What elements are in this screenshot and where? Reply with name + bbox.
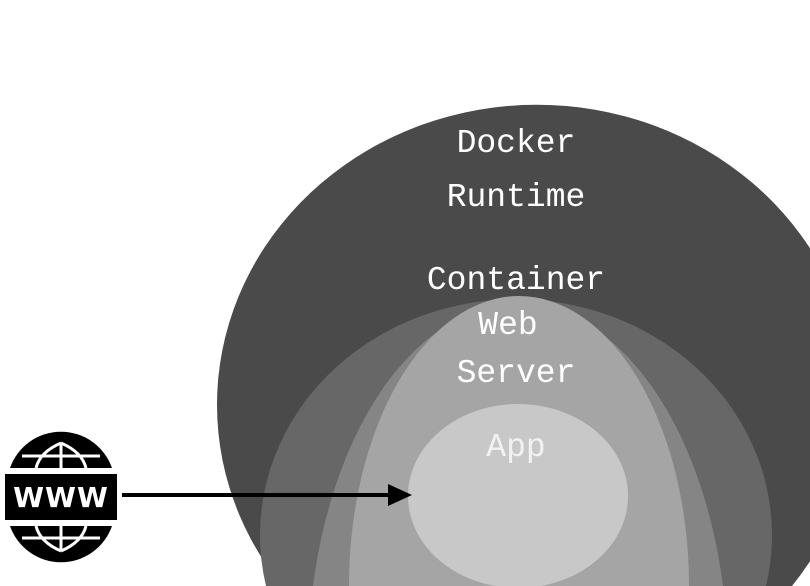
layer-web-server-label-line2: Server xyxy=(457,355,576,392)
layer-container-label: Container xyxy=(427,262,605,299)
layer-docker-runtime-label-line2: Runtime xyxy=(447,179,586,216)
request-arrow xyxy=(122,484,412,506)
globe-band xyxy=(5,474,117,520)
layer-docker-runtime-label-line1: Docker xyxy=(457,125,576,162)
layer-app-label: App xyxy=(486,429,545,466)
layer-app: App xyxy=(408,404,628,586)
request-arrow-head xyxy=(388,484,412,506)
layer-host-os-label: Host OS xyxy=(447,39,586,76)
layer-app-shape xyxy=(408,404,628,586)
globe-www-icon: WWW xyxy=(5,431,117,563)
globe-www-label: WWW xyxy=(13,481,109,514)
layer-web-server-label-line1: Web xyxy=(478,307,537,344)
